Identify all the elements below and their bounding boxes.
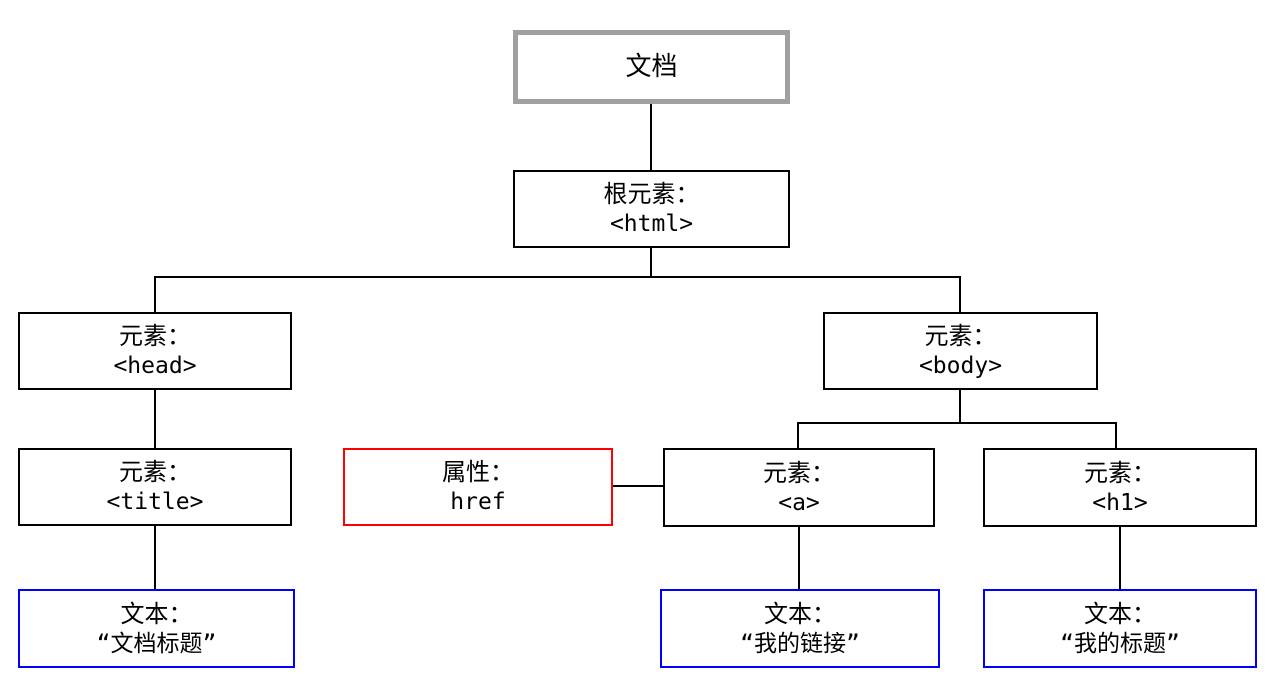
node-text-document-title: 文本： “文档标题” (18, 589, 295, 668)
connector-href-anchor (613, 485, 663, 487)
node-element-a: 元素： <a> (663, 448, 935, 527)
connector-to-anchor (797, 422, 799, 448)
node-type-label: 元素： (924, 322, 997, 350)
node-text-value: “我的标题” (1060, 630, 1180, 657)
node-attribute-href: 属性： href (343, 448, 613, 526)
connector-anchor-text (798, 527, 800, 589)
node-type-label: 文本： (764, 599, 836, 628)
node-document: 文档 (513, 30, 790, 104)
node-tag-label: <head> (113, 353, 197, 379)
node-text-value: “我的链接” (740, 630, 860, 657)
node-type-label: 元素： (763, 458, 835, 487)
connector-html-stub (650, 248, 652, 278)
node-type-label: 元素： (1084, 458, 1156, 487)
connector-document-html (650, 104, 652, 170)
node-type-label: 文本： (120, 599, 193, 628)
node-type-label: 根元素： (603, 180, 700, 208)
connector-head-title (154, 390, 156, 448)
connector-html-children-bar (154, 276, 961, 278)
node-element-h1: 元素： <h1> (983, 448, 1257, 527)
connector-to-body (959, 276, 961, 312)
node-type-label: 文本： (1084, 599, 1156, 628)
connector-to-h1 (1115, 422, 1117, 448)
node-tag-label: <h1> (1092, 489, 1148, 516)
node-text-value: “文档标题” (96, 630, 217, 657)
connector-title-text (154, 526, 156, 589)
node-document-label: 文档 (625, 52, 678, 82)
connector-body-stub (959, 390, 961, 424)
node-tag-label: <a> (778, 489, 820, 516)
node-attr-label: href (450, 489, 506, 515)
node-text-my-heading: 文本： “我的标题” (983, 589, 1257, 668)
node-element-title: 元素： <title> (18, 448, 292, 526)
node-element-body: 元素： <body> (823, 312, 1098, 390)
node-type-label: 元素： (119, 458, 191, 486)
node-text-my-link: 文本： “我的链接” (660, 589, 940, 668)
node-element-head: 元素： <head> (18, 312, 292, 390)
node-tag-label: <title> (106, 489, 204, 515)
node-tag-label: <body> (918, 353, 1003, 379)
node-tag-label: <html> (609, 211, 694, 237)
node-root-element-html: 根元素： <html> (513, 170, 790, 248)
connector-to-head (154, 276, 156, 312)
connector-h1-text (1119, 527, 1121, 589)
node-type-label: 属性： (442, 458, 514, 486)
connector-body-children-bar (797, 422, 1117, 424)
node-type-label: 元素： (119, 322, 191, 350)
